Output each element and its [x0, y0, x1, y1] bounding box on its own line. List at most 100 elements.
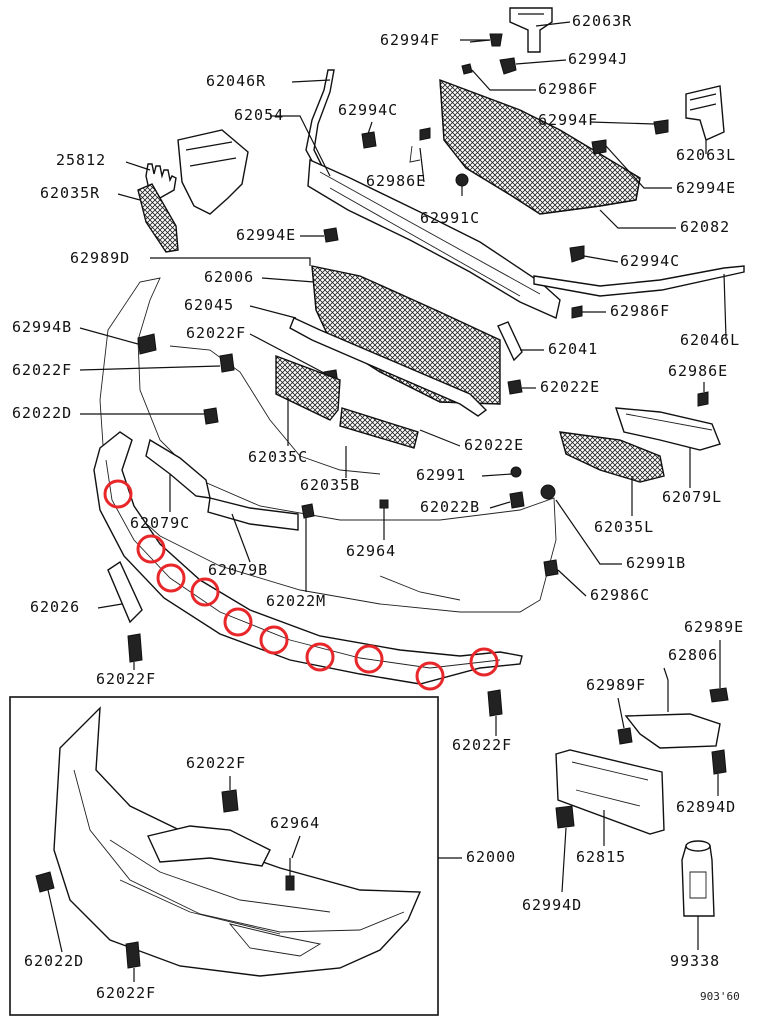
reinforcement-62054: [307, 158, 561, 319]
part-label-62045: 62045: [184, 296, 234, 314]
part-label-62815: 62815: [576, 848, 626, 866]
part-label-62894d: 62894D: [676, 798, 736, 816]
part-label-62035l: 62035L: [594, 518, 654, 536]
clip-62994f-top: [469, 33, 503, 47]
highlight-circle: [103, 479, 133, 509]
clip-62964-box: [285, 858, 295, 891]
part-label-62986f-mid: 62986F: [610, 302, 670, 320]
part-label-62022d-a: 62022D: [12, 404, 72, 422]
nut-62991b: [540, 484, 556, 500]
part-label-62989d: 62989D: [70, 249, 130, 267]
clip-62894d: [711, 749, 727, 775]
highlight-circle: [136, 534, 166, 564]
clip-62989f: [617, 727, 633, 745]
part-label-62991b: 62991B: [626, 554, 686, 572]
part-label-99338: 99338: [670, 952, 720, 970]
part-label-62986e-b: 62986E: [668, 362, 728, 380]
clip-62994c-b: [569, 245, 585, 263]
part-label-62986e-a: 62986E: [366, 172, 426, 190]
part-label-62991c: 62991C: [420, 209, 480, 227]
clip-62991: [510, 466, 522, 478]
part-label-62082: 62082: [680, 218, 730, 236]
clip-62022m: [301, 503, 315, 519]
part-label-62986f-top: 62986F: [538, 80, 598, 98]
part-label-62994f-top: 62994F: [380, 31, 440, 49]
leader-lines: [47, 21, 727, 982]
clip-62986f-mid: [571, 305, 583, 319]
part-label-62994b: 62994B: [12, 318, 72, 336]
part-label-62046r: 62046R: [206, 72, 266, 90]
highlight-circle: [156, 563, 186, 593]
part-label-62964-box: 62964: [270, 814, 320, 832]
part-label-62063r: 62063R: [572, 12, 632, 30]
highlight-circle: [223, 607, 253, 637]
part-label-62986c: 62986C: [590, 586, 650, 604]
upper-grille-62082: [439, 78, 641, 215]
clip-62022b: [509, 491, 525, 509]
grille-62035c: [275, 354, 341, 421]
part-label-62022f-f: 62022F: [96, 984, 156, 1002]
part-label-62022f-c: 62022F: [96, 670, 156, 688]
lower-lip-strip: [93, 431, 523, 685]
grille-62035b: [339, 407, 419, 449]
clip-62994c-a: [361, 131, 377, 149]
clip-62022f-e: [221, 789, 239, 813]
clip-62994d: [555, 805, 575, 829]
part-label-62063l: 62063L: [676, 146, 736, 164]
part-label-62964-top: 62964: [346, 542, 396, 560]
figure-code: 903'60: [700, 990, 740, 1003]
highlight-circle: [415, 661, 445, 691]
clip-62994j: [499, 57, 517, 75]
part-label-62991: 62991: [416, 466, 466, 484]
clip-62022f-b: [219, 353, 235, 373]
part-label-62046l: 62046L: [680, 331, 740, 349]
clip-62022d-a: [203, 407, 219, 425]
clip-62022f-c: [127, 633, 143, 663]
clip-62994e-left: [323, 227, 339, 243]
part-label-62035r: 62035R: [40, 184, 100, 202]
bezel-62079b: [207, 497, 299, 531]
clip-62989e: [709, 687, 729, 703]
part-label-62989f: 62989F: [586, 676, 646, 694]
highlight-circle: [259, 625, 289, 655]
part-label-62079b: 62079B: [208, 561, 268, 579]
part-label-62022e-b: 62022E: [464, 436, 524, 454]
part-label-62989e: 62989E: [684, 618, 744, 636]
grille-62035r: [137, 183, 179, 253]
clip-62986e-a: [409, 127, 431, 163]
clip-62964-top: [379, 499, 389, 528]
bracket-62063r: [509, 7, 553, 53]
clip-62986c: [543, 559, 559, 577]
bracket-62063l: [685, 85, 725, 141]
clip-62022f-f: [125, 941, 141, 969]
part-label-62022b: 62022B: [420, 498, 480, 516]
part-label-62079c: 62079C: [130, 514, 190, 532]
plate-bracket-62815: [555, 749, 665, 835]
bracket-62806: [624, 680, 721, 749]
part-label-62035c: 62035C: [248, 448, 308, 466]
part-label-62994f-r: 62994F: [538, 111, 598, 129]
part-label-62994j: 62994J: [568, 50, 628, 68]
clip-62994f-right: [653, 119, 669, 135]
part-label-62994c-b: 62994C: [620, 252, 680, 270]
part-label-62022d-b: 62022D: [24, 952, 84, 970]
grille-62035l: [559, 431, 665, 483]
part-label-62022f-b: 62022F: [12, 361, 72, 379]
strip-62041: [497, 321, 523, 362]
clip-62994e-right: [591, 139, 607, 155]
part-label-62994e-l: 62994E: [236, 226, 296, 244]
clip-62986f-top: [461, 63, 473, 75]
clip-62022e-a: [507, 379, 523, 395]
touch-up-paint-99338: [681, 840, 715, 917]
part-label-62026: 62026: [30, 598, 80, 616]
part-label-62022f-a: 62022F: [186, 324, 246, 342]
bezel-62079c: [145, 438, 211, 499]
part-label-62994c-a: 62994C: [338, 101, 398, 119]
highlighted-clip-mounts: [103, 479, 499, 691]
part-label-62806: 62806: [668, 646, 718, 664]
part-label-62022m: 62022M: [266, 592, 326, 610]
part-label-62022e-a: 62022E: [540, 378, 600, 396]
part-label-62000: 62000: [466, 848, 516, 866]
part-label-62079l: 62079L: [662, 488, 722, 506]
